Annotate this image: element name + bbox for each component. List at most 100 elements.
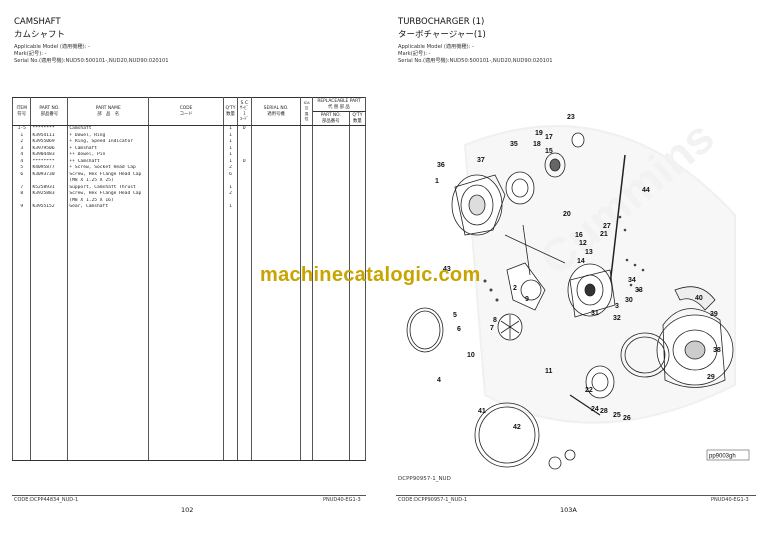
serial-line: Serial No.(適用号機):NUD50:500101-,NUD20,NUD… [398,58,553,64]
applicable-model: Applicable Model (適用機種): - [398,44,474,50]
callout-label: 8 [493,317,497,324]
diagram-caption: DCPP90957-1_NUD [398,476,451,482]
table-row: (M8 X 1.25 X 25) [11,178,367,185]
callout-label: 23 [567,114,575,121]
col-ica: ICA 互 換 性 [300,97,313,126]
cell-rep-qty [348,145,367,152]
cell-item: 9 [11,204,32,211]
callout-label: 10 [467,352,475,359]
cell-part-no: ******** [30,158,69,165]
cell-ica [300,125,313,133]
callout-label: 38 [713,347,721,354]
cell-sc: D [236,125,252,133]
watermark: machinecatalogic.com [260,264,481,286]
cell-item: 4 [11,158,32,165]
callout-label: 35 [510,141,518,148]
cell-serial-no [250,158,302,165]
callout-label: 21 [600,231,608,238]
callout-label: 36 [437,162,445,169]
callout-label: 37 [477,157,485,164]
cell-code [148,197,225,204]
callout-label: 14 [577,258,585,265]
cell-item [11,178,32,185]
cell-item: 6 [11,171,32,178]
cell-rep-qty [348,125,367,133]
cell-code [148,184,225,191]
mark: Mark(記号): - [14,51,47,57]
callout-label: 2 [513,285,517,292]
cell-code [148,178,225,185]
callout-label: 9 [525,296,529,303]
callout-label: 18 [533,141,541,148]
callout-label: 32 [613,315,621,322]
page-title-jp: カムシャフト [14,30,66,40]
callout-label: 3 [615,303,619,310]
cell-code [148,145,225,152]
cell-rep-qty [348,152,367,159]
cell-rep-qty [348,178,367,185]
cell-serial-no [250,132,302,139]
callout-label: 13 [585,249,593,256]
cell-serial-no [250,125,302,133]
cell-part-name: Screw, Hex Flange Head Cap [67,191,150,198]
applicable-model: Applicable Model (適用機種): - [14,44,90,50]
col-sc: S C ｻｰﾋﾞｽ ｺｰﾄﾞ [236,97,252,126]
callout-label: 4 [437,377,441,384]
cell-serial-no [250,178,302,185]
cell-item [11,197,32,204]
col-part-name: PART NAME 部 品 名 [67,97,150,126]
cell-rep-qty [348,165,367,172]
footer-rule [12,495,366,496]
callout-label: 16 [575,232,583,239]
callout-label: 22 [585,387,593,394]
serial-line: Serial No.(適用号機):NUD50:500101-,NUD20,NUD… [14,58,169,64]
cell-part-no [30,178,69,185]
parts-table: ITEM 符号 PART NO. 部品番号 PART NAME 部 品 名 CO… [11,97,367,461]
cell-item: 7 [11,184,32,191]
callout-label: 30 [625,297,633,304]
cell-code [148,204,225,211]
page-number: 102 [181,506,194,514]
cell-item: 5 [11,165,32,172]
callout-label: 24 [591,406,599,413]
footer-doc-ref: PNUD40-EG1-3 [711,497,749,503]
footer-code: CODE:DCPP90957-1_NUD-1 [398,497,468,503]
cell-serial-no [250,197,302,204]
callout-label: 12 [579,240,587,247]
callout-label: 33 [635,287,643,294]
footer-doc-ref: PNUD40-EG1-3 [323,497,361,503]
callout-label: 41 [478,408,486,415]
cell-rep-qty [348,204,367,211]
col-serial-no: SERIAL NO. 適用号機 [250,97,302,126]
cell-item: 4 [11,152,32,159]
cell-rep-qty [348,191,367,198]
col-qty: Q'TY 数量 [223,97,238,126]
callout-label: 6 [457,326,461,333]
callout-label: 17 [545,134,553,141]
cell-part-no: K3093730 [30,171,69,178]
cell-rep-qty [348,184,367,191]
cell-serial-no [250,145,302,152]
cell-serial-no [250,184,302,191]
cell-item: 8 [11,191,32,198]
col-item: ITEM 符号 [11,97,32,126]
cell-part-no: K5258931 [30,184,69,191]
left-page: CAMSHAFT カムシャフト Applicable Model (適用機種):… [11,17,367,514]
cell-rep-qty [348,139,367,146]
col-replaceable: REPLACEABLE PART 代 替 部 品 [311,97,367,112]
cell-code [148,132,225,139]
cell-rep-qty [348,132,367,139]
cell-rep-part-no [311,125,350,133]
cell-serial-no [250,165,302,172]
cell-serial-no [250,191,302,198]
table-spacer [11,210,367,456]
cell-code [148,171,225,178]
cell-part-no: K4095877 [30,165,69,172]
cell-part-no: K3979506 [30,145,69,152]
